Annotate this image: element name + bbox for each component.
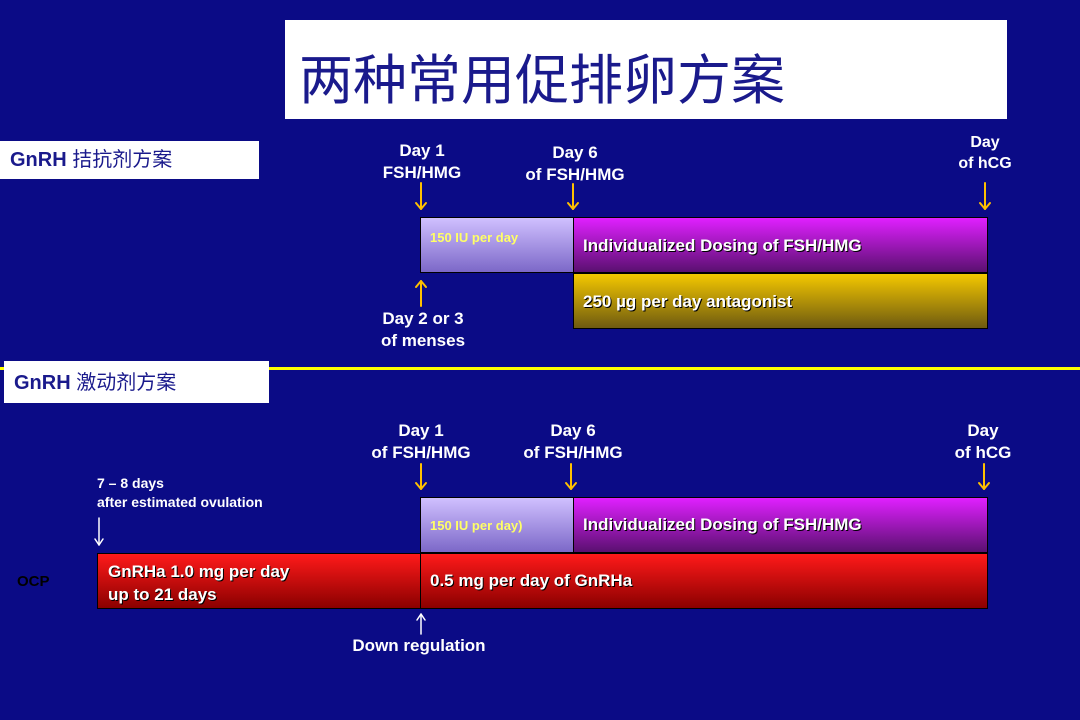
agonist-day1-line2: of FSH/HMG bbox=[371, 443, 471, 462]
antagonist-hcg-line2: of hCG bbox=[958, 155, 1012, 172]
down-regulation-arrow-icon bbox=[416, 613, 426, 635]
agonist-day1-line1: Day 1 bbox=[398, 421, 444, 440]
antagonist-label-prefix: GnRH bbox=[10, 149, 67, 171]
agonist-hcg-label: Day of hCG bbox=[943, 420, 1023, 464]
agonist-gnrha-bar: GnRHa 1.0 mg per day up to 21 days bbox=[97, 553, 421, 609]
antagonist-day1-label: Day 1 FSH/HMG bbox=[362, 140, 482, 184]
antagonist-label-suffix: 拮抗剂方案 bbox=[72, 147, 173, 171]
agonist-label-suffix: 激动剂方案 bbox=[76, 370, 177, 394]
title-box: 两种常用促排卵方案 bbox=[285, 20, 1007, 119]
slide-title: 两种常用促排卵方案 bbox=[299, 49, 785, 112]
agonist-ovulation-label: 7 – 8 days after estimated ovulation bbox=[97, 474, 263, 512]
agonist-hcg-line1: Day bbox=[967, 421, 999, 440]
antagonist-hcg-line1: Day bbox=[970, 134, 1000, 151]
agonist-hcg-arrow-icon bbox=[978, 463, 990, 490]
agonist-ovulation-line2: after estimated ovulation bbox=[97, 494, 263, 510]
agonist-low-dose-bar: 150 IU per day) bbox=[420, 497, 574, 553]
antagonist-hcg-arrow-icon bbox=[979, 182, 991, 210]
section-divider bbox=[0, 367, 1080, 370]
antagonist-day1-line2: FSH/HMG bbox=[382, 163, 462, 182]
agonist-label-prefix: GnRH bbox=[14, 372, 71, 394]
agonist-gnrha-text: GnRHa 1.0 mg per day up to 21 days bbox=[108, 560, 289, 606]
antagonist-day6-line2: of FSH/HMG bbox=[525, 165, 625, 184]
agonist-day6-label: Day 6 of FSH/HMG bbox=[503, 420, 643, 464]
ovulation-arrow-icon bbox=[94, 517, 104, 546]
antagonist-individualized-bar: Individualized Dosing of FSH/HMG bbox=[573, 217, 988, 273]
antagonist-start-line2: of menses bbox=[380, 331, 466, 350]
agonist-ovulation-line1: 7 – 8 days bbox=[97, 475, 164, 491]
antagonist-day6-arrow-icon bbox=[567, 183, 579, 210]
antagonist-day6-label: Day 6 of FSH/HMG bbox=[505, 142, 645, 186]
down-regulation-label: Down regulation bbox=[352, 636, 486, 655]
antagonist-protocol-label: GnRH 拮抗剂方案 bbox=[0, 141, 259, 179]
agonist-hcg-line2: of hCG bbox=[954, 443, 1012, 462]
antagonist-start-line1: Day 2 or 3 bbox=[382, 309, 464, 328]
agonist-gnrha-line2: up to 21 days bbox=[108, 585, 217, 604]
antagonist-day6-line1: Day 6 bbox=[552, 143, 598, 162]
agonist-individualized-text: Individualized Dosing of FSH/HMG bbox=[583, 515, 862, 534]
antagonist-start-label: Day 2 or 3 of menses bbox=[353, 308, 493, 352]
agonist-day1-arrow-icon bbox=[415, 463, 427, 490]
antagonist-individualized-text: Individualized Dosing of FSH/HMG bbox=[583, 236, 862, 255]
antagonist-dose-bar: 250 µg per day antagonist bbox=[573, 273, 988, 329]
agonist-day6-arrow-icon bbox=[565, 463, 577, 490]
agonist-gnrha-line1: GnRHa 1.0 mg per day bbox=[108, 562, 290, 581]
antagonist-day1-line1: Day 1 bbox=[399, 141, 445, 160]
agonist-day6-line1: Day 6 bbox=[550, 421, 596, 440]
agonist-low-dose-text: 150 IU per day) bbox=[430, 518, 523, 533]
antagonist-low-dose-text: 150 IU per day bbox=[430, 230, 519, 245]
agonist-gnrha-low-bar: 0.5 mg per day of GnRHa bbox=[420, 553, 988, 609]
ocp-label: OCP bbox=[17, 573, 50, 590]
antagonist-dose-text: 250 µg per day antagonist bbox=[583, 292, 793, 311]
agonist-gnrha-low-text: 0.5 mg per day of GnRHa bbox=[430, 571, 633, 590]
agonist-individualized-bar: Individualized Dosing of FSH/HMG bbox=[573, 497, 988, 553]
antagonist-hcg-label: Day of hCG bbox=[945, 132, 1025, 174]
agonist-day6-line2: of FSH/HMG bbox=[523, 443, 623, 462]
agonist-protocol-label: GnRH 激动剂方案 bbox=[4, 361, 269, 403]
antagonist-day1-arrow-icon bbox=[415, 182, 427, 210]
agonist-day1-label: Day 1 of FSH/HMG bbox=[356, 420, 486, 464]
antagonist-low-dose-bar: 150 IU per day bbox=[420, 217, 574, 273]
antagonist-start-arrow-icon bbox=[415, 280, 427, 307]
